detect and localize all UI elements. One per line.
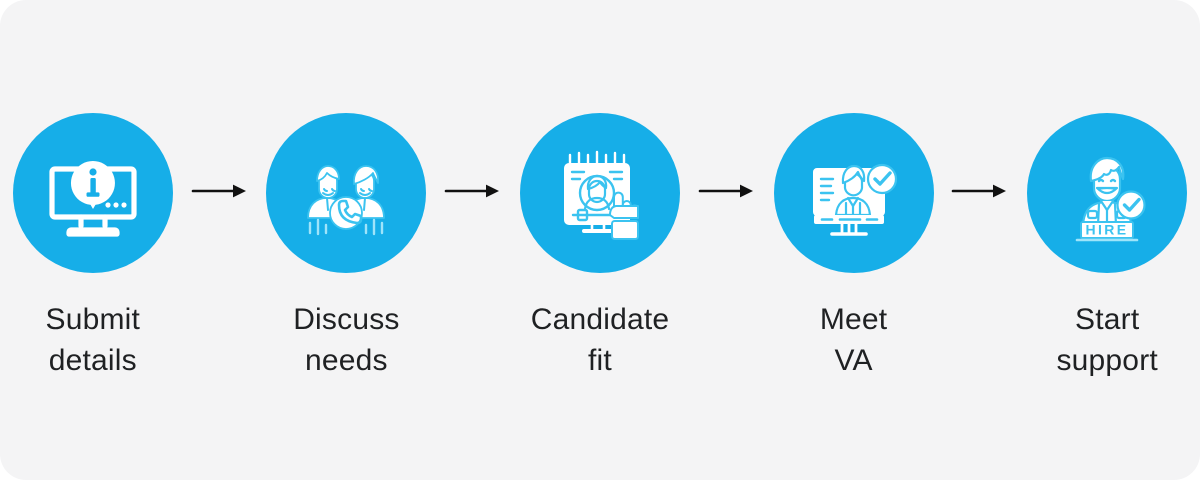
arrow-right-icon bbox=[191, 184, 246, 198]
process-step-3: Candidate fit bbox=[507, 113, 693, 381]
candidate-profile-hand-select-icon bbox=[564, 150, 639, 240]
arrow-right-icon bbox=[698, 184, 753, 198]
connector-2 bbox=[439, 113, 507, 201]
process-step-4: Meet VA bbox=[761, 113, 947, 381]
process-step-1-label: Submit details bbox=[45, 303, 141, 377]
hire-sign-text: HIRE bbox=[1086, 222, 1129, 238]
arrow-right-icon bbox=[444, 184, 500, 198]
submit-details-icon-badge bbox=[12, 113, 173, 273]
two-people-phone-call-icon bbox=[307, 165, 386, 236]
process-step-5-label: Start support bbox=[1056, 303, 1158, 377]
discuss-needs-icon-badge bbox=[266, 113, 427, 273]
process-step-5: HIRE Start support bbox=[1014, 113, 1200, 381]
meet-va-icon-badge bbox=[773, 113, 934, 273]
connector-1 bbox=[186, 113, 254, 201]
connector-4 bbox=[946, 113, 1014, 201]
connector-3 bbox=[693, 113, 761, 201]
start-support-icon-badge: HIRE bbox=[1027, 113, 1188, 273]
arrow-right-icon bbox=[952, 184, 1007, 198]
monitor-info-bubble-icon bbox=[49, 161, 137, 237]
monitor-person-check-icon bbox=[812, 163, 897, 236]
process-step-4-label: Meet VA bbox=[819, 303, 888, 377]
person-hire-sign-check-icon: HIRE bbox=[1075, 156, 1146, 242]
process-step-2-label: Discuss needs bbox=[293, 303, 400, 377]
process-step-3-label: Candidate fit bbox=[530, 303, 670, 377]
candidate-fit-icon-badge bbox=[520, 113, 680, 273]
process-step-1: Submit details bbox=[0, 113, 186, 381]
process-step-2: Discuss needs bbox=[254, 113, 440, 381]
